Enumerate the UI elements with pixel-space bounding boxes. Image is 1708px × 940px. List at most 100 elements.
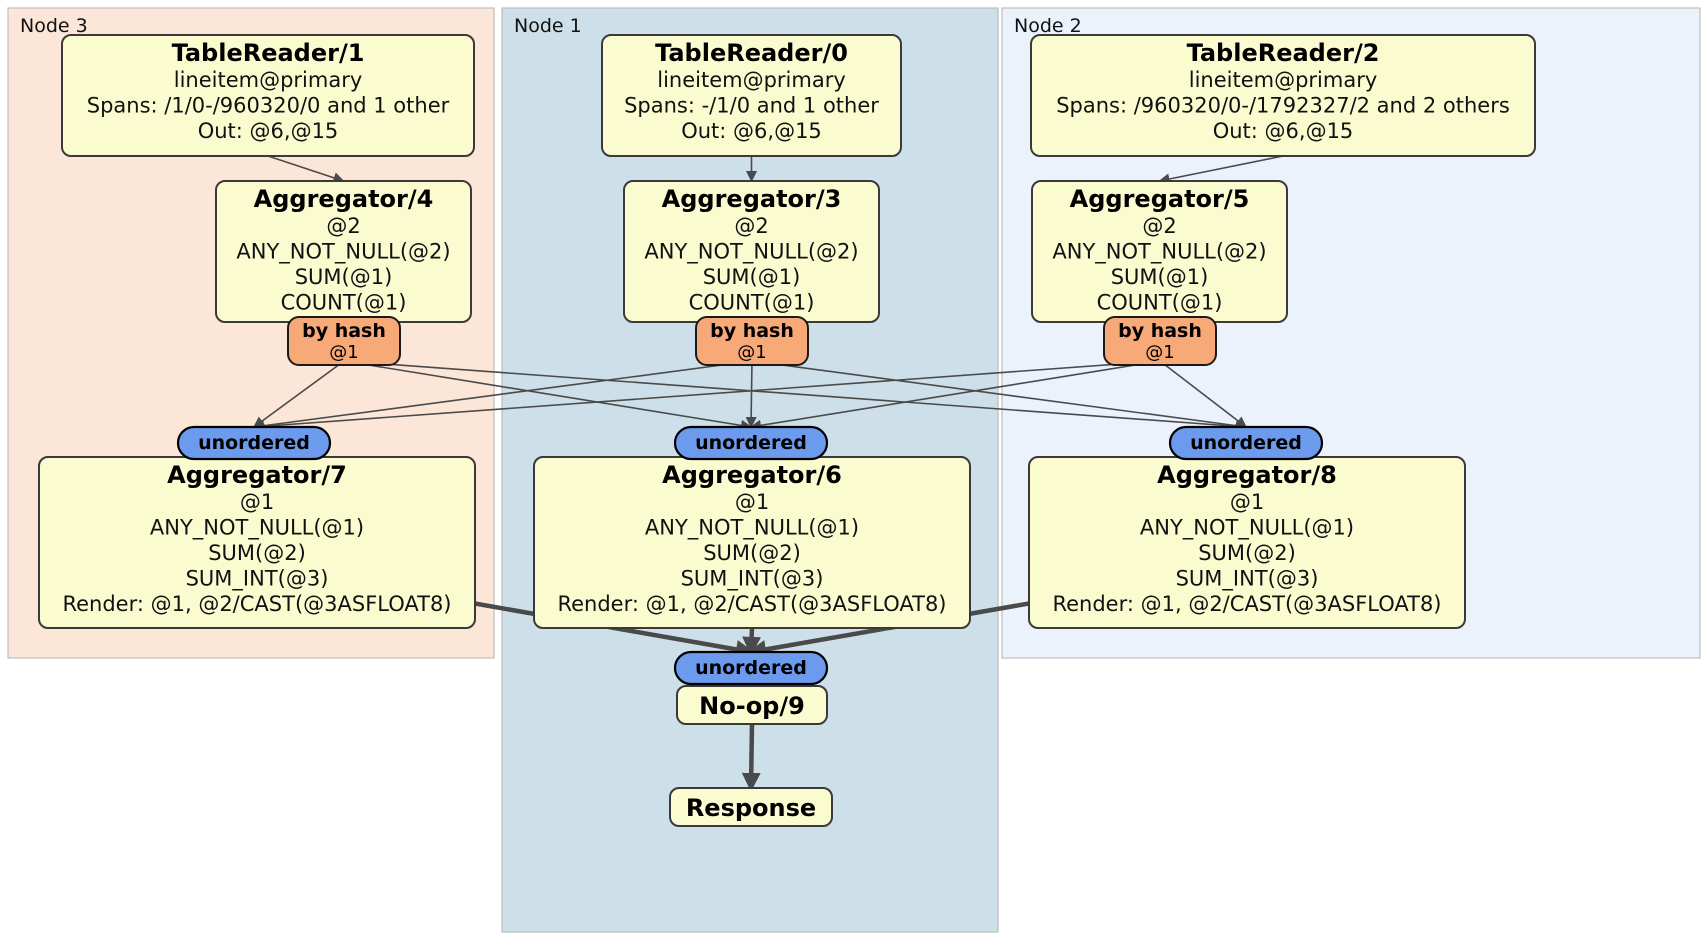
badge-subtitle: @1	[329, 342, 358, 363]
processor-detail-line: ANY_NOT_NULL(@2)	[236, 240, 450, 265]
badge-label: unordered	[695, 657, 807, 679]
unordered-synchronizer-badge-un7[interactable]: unordered	[176, 425, 332, 461]
processor-title: Response	[686, 794, 816, 822]
unordered-synchronizer-badge-un6[interactable]: unordered	[673, 425, 829, 461]
unordered-synchronizer-badge-un9[interactable]: unordered	[673, 650, 829, 686]
processor-detail-line: SUM(@1)	[1111, 265, 1209, 289]
processor-detail-line: SUM_INT(@3)	[681, 567, 824, 592]
badge-shape	[287, 316, 401, 366]
processor-response[interactable]: Response	[669, 787, 833, 827]
edge-agg6-to-un9	[742, 627, 762, 656]
processor-detail-line: ANY_NOT_NULL(@1)	[645, 516, 859, 541]
processor-title: No-op/9	[699, 692, 805, 720]
processor-agg8[interactable]: Aggregator/8@1ANY_NOT_NULL(@1)SUM(@2)SUM…	[1028, 456, 1466, 629]
processor-detail-line: COUNT(@1)	[1097, 291, 1223, 315]
edge-hash4-to-un8	[343, 360, 1248, 432]
processor-agg3[interactable]: Aggregator/3@2ANY_NOT_NULL(@2)SUM(@1)COU…	[623, 180, 880, 323]
processor-detail-line: @2	[1142, 214, 1176, 238]
processor-detail-line: @1	[1230, 490, 1264, 514]
processor-title: Aggregator/8	[1157, 461, 1337, 489]
processor-detail-line: SUM(@2)	[1198, 541, 1296, 565]
badge-title: by hash	[1118, 320, 1202, 342]
processor-title: Aggregator/3	[662, 185, 842, 213]
processor-detail-line: COUNT(@1)	[281, 291, 407, 315]
edge-hash4-to-un6	[343, 360, 753, 431]
cluster-label: Node 3	[20, 15, 88, 37]
processor-detail-line: Spans: /960320/0-/1792327/2 and 2 others	[1056, 94, 1510, 118]
processor-detail-line: Spans: -/1/0 and 1 other	[624, 94, 879, 118]
badge-shape	[176, 425, 332, 461]
hash-router-badge-hash5[interactable]: by hash@1	[1103, 316, 1217, 366]
badge-shape	[673, 425, 829, 461]
processor-detail-line: Render: @1, @2/CAST(@3ASFLOAT8)	[1052, 592, 1441, 616]
edge-hash5-to-un8	[1159, 360, 1247, 428]
badge-label: unordered	[695, 432, 807, 454]
processor-detail-line: COUNT(@1)	[689, 291, 815, 315]
edge-hash3-to-un7	[252, 360, 753, 432]
processor-agg5[interactable]: Aggregator/5@2ANY_NOT_NULL(@2)SUM(@1)COU…	[1031, 180, 1288, 323]
badge-subtitle: @1	[737, 342, 766, 363]
processor-detail-line: lineitem@primary	[1189, 68, 1378, 92]
processor-title: TableReader/0	[655, 39, 848, 67]
processor-box	[676, 685, 828, 725]
processor-agg7[interactable]: Aggregator/7@1ANY_NOT_NULL(@1)SUM(@2)SUM…	[38, 456, 476, 629]
processor-detail-line: @2	[734, 214, 768, 238]
processor-detail-line: SUM(@1)	[295, 265, 393, 289]
processor-title: Aggregator/7	[167, 461, 347, 489]
edge-hash5-to-un7	[252, 360, 1161, 432]
processor-box	[61, 34, 475, 157]
processor-title: TableReader/2	[1187, 39, 1380, 67]
processor-title: Aggregator/6	[662, 461, 842, 489]
processor-detail-line: lineitem@primary	[657, 68, 846, 92]
edge-hash5-to-un6	[749, 360, 1161, 431]
badge-shape	[695, 316, 809, 366]
cluster-label: Node 1	[514, 15, 582, 37]
badge-label: unordered	[1190, 432, 1302, 454]
processor-detail-line: ANY_NOT_NULL(@1)	[150, 516, 364, 541]
badge-label: unordered	[198, 432, 310, 454]
processor-detail-line: SUM(@2)	[208, 541, 306, 565]
badge-shape	[1103, 316, 1217, 366]
processor-detail-line: SUM_INT(@3)	[1176, 567, 1319, 592]
processor-box	[601, 34, 902, 157]
processor-detail-line: lineitem@primary	[174, 68, 363, 92]
processor-detail-line: Out: @6,@15	[198, 119, 339, 143]
hash-router-badge-hash3[interactable]: by hash@1	[695, 316, 809, 366]
edge-hash3-to-un6	[745, 360, 757, 429]
badge-shape	[1168, 425, 1324, 461]
processor-detail-line: Out: @6,@15	[681, 119, 822, 143]
edge-tr2-to-agg5	[1158, 155, 1284, 185]
processor-detail-line: SUM(@2)	[703, 541, 801, 565]
unordered-synchronizer-badge-un8[interactable]: unordered	[1168, 425, 1324, 461]
processor-detail-line: Render: @1, @2/CAST(@3ASFLOAT8)	[557, 592, 946, 616]
processor-box	[1030, 34, 1536, 157]
processor-agg4[interactable]: Aggregator/4@2ANY_NOT_NULL(@2)SUM(@1)COU…	[215, 180, 472, 323]
hash-router-badge-hash4[interactable]: by hash@1	[287, 316, 401, 366]
edge-noop9-to-response	[741, 723, 761, 792]
processor-detail-line: ANY_NOT_NULL(@2)	[644, 240, 858, 265]
processor-detail-line: Spans: /1/0-/960320/0 and 1 other	[87, 94, 450, 118]
processor-detail-line: SUM_INT(@3)	[186, 567, 329, 592]
processor-title: Aggregator/4	[254, 185, 434, 213]
edge-hash3-to-un8	[751, 360, 1248, 432]
processor-noop9[interactable]: No-op/9	[676, 685, 828, 725]
badge-subtitle: @1	[1145, 342, 1174, 363]
badge-shape	[673, 650, 829, 686]
processor-detail-line: @1	[240, 490, 274, 514]
edge-tr1-to-agg4	[267, 155, 345, 184]
edge-hash4-to-un7	[253, 360, 345, 428]
processor-box	[669, 787, 833, 827]
cluster-label: Node 2	[1014, 15, 1082, 37]
processor-detail-line: Out: @6,@15	[1213, 119, 1354, 143]
processor-detail-line: ANY_NOT_NULL(@2)	[1052, 240, 1266, 265]
processor-detail-line: @1	[735, 490, 769, 514]
processor-title: Aggregator/5	[1070, 185, 1250, 213]
processor-detail-line: Render: @1, @2/CAST(@3ASFLOAT8)	[62, 592, 451, 616]
processor-agg6[interactable]: Aggregator/6@1ANY_NOT_NULL(@1)SUM(@2)SUM…	[533, 456, 971, 629]
